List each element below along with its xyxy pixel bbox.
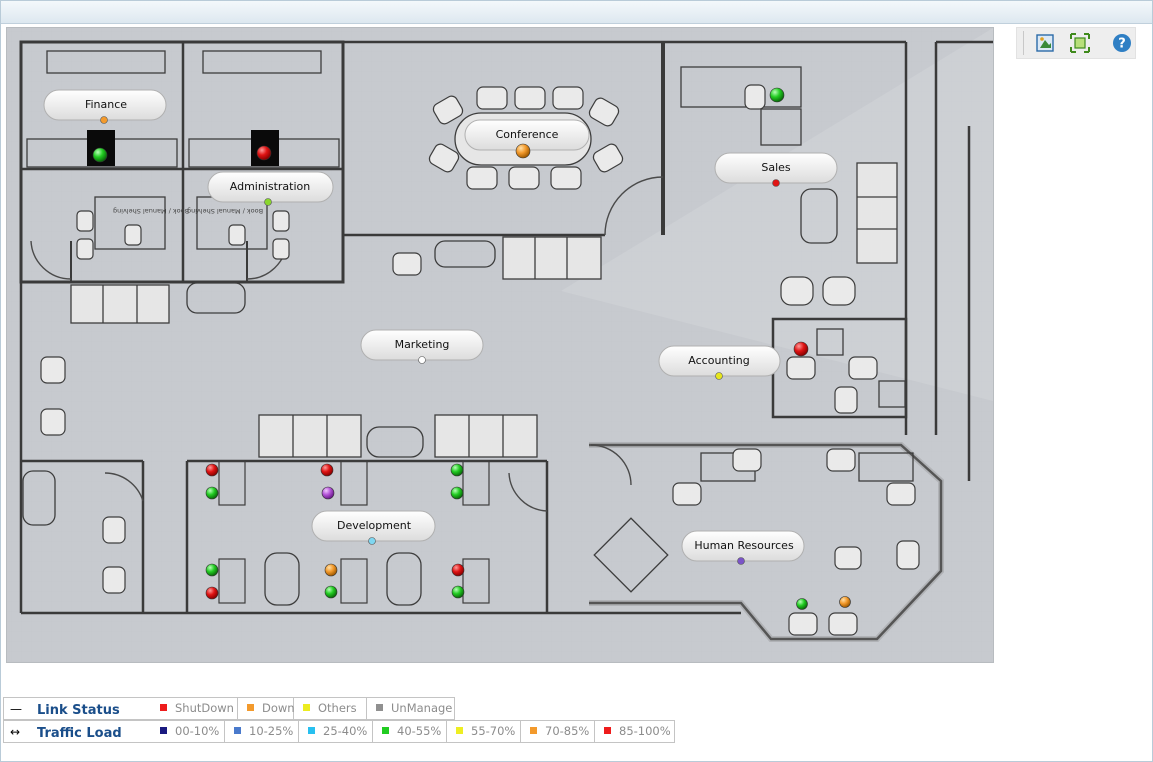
legend-traffic-load-swatch xyxy=(160,727,167,734)
help-icon[interactable]: ? xyxy=(1111,32,1133,54)
device-node-dev-11[interactable] xyxy=(451,563,465,577)
legend-traffic-load-swatch xyxy=(456,727,463,734)
legend-traffic-load-title: Traffic Load xyxy=(37,726,122,741)
legend-traffic-load-label: 40-55% xyxy=(397,724,442,738)
device-node-conference[interactable] xyxy=(515,143,531,159)
room-marketing-label: Marketing xyxy=(395,338,450,351)
room-conference-label: Conference xyxy=(496,128,559,141)
legend-traffic-load-label: 55-70% xyxy=(471,724,516,738)
room-labels: Finance Administration Conference Sales … xyxy=(43,89,838,562)
room-human-resources-label: Human Resources xyxy=(694,539,794,552)
legend-link-status-swatch xyxy=(376,704,383,711)
legend-traffic-load-item: 40-55% xyxy=(373,720,447,743)
room-administration[interactable]: Administration xyxy=(207,171,334,203)
device-nodes xyxy=(92,87,851,610)
legend-link-status-label: UnManage xyxy=(391,701,453,715)
floor-map[interactable]: Book / Manual Shelving Book / Manual She… xyxy=(6,27,994,663)
line-glyph-icon: — xyxy=(10,702,22,716)
legend-link-status-swatch xyxy=(303,704,310,711)
legend-traffic-load-item: 85-100% xyxy=(595,720,675,743)
sales-status-dot xyxy=(772,179,780,187)
room-accounting[interactable]: Accounting xyxy=(658,345,781,377)
device-node-dev-4[interactable] xyxy=(321,486,335,500)
development-status-dot xyxy=(368,537,376,545)
top-bar xyxy=(1,1,1152,24)
legend-link-status-title: Link Status xyxy=(37,703,120,718)
legend-traffic-load-swatch xyxy=(308,727,315,734)
legend-link-status-label: Others xyxy=(318,701,357,715)
legend-traffic-load-swatch xyxy=(530,727,537,734)
room-status-dots xyxy=(100,116,780,565)
device-node-dev-8[interactable] xyxy=(205,586,219,600)
legend-traffic-load-title-cell: ↔ Traffic Load xyxy=(3,720,152,743)
legend-traffic-load-swatch xyxy=(382,727,389,734)
room-administration-label: Administration xyxy=(230,180,311,193)
legend-traffic-load-label: 00-10% xyxy=(175,724,220,738)
legend-traffic-load-item: 00-10% xyxy=(151,720,225,743)
room-marketing[interactable]: Marketing xyxy=(360,329,484,361)
toolbar-separator xyxy=(1023,31,1024,55)
svg-text:?: ? xyxy=(1118,37,1126,52)
legend-link-status-item: Others xyxy=(294,697,367,720)
device-node-dev-10[interactable] xyxy=(324,585,338,599)
room-human-resources[interactable]: Human Resources xyxy=(681,530,805,562)
double-arrow-icon: ↔ xyxy=(10,725,21,739)
administration-status-dot xyxy=(264,198,272,206)
room-accounting-label: Accounting xyxy=(688,354,749,367)
human-resources-status-dot xyxy=(737,557,745,565)
device-node-admin-switch[interactable] xyxy=(256,145,272,161)
legend-traffic-load-swatch xyxy=(234,727,241,734)
accounting-status-dot xyxy=(715,372,723,380)
device-node-finance-switch[interactable] xyxy=(92,147,108,163)
device-node-dev-6[interactable] xyxy=(450,486,464,500)
legend-traffic-load-label: 70-85% xyxy=(545,724,590,738)
room-finance[interactable]: Finance xyxy=(43,89,167,121)
legend-traffic-load-item: 25-40% xyxy=(299,720,373,743)
legend-traffic-load-label: 10-25% xyxy=(249,724,294,738)
room-sales-label: Sales xyxy=(761,161,791,174)
legend-link-status-title-cell: — Link Status xyxy=(3,697,152,720)
device-node-hr-1[interactable] xyxy=(796,598,808,610)
admin-shelf-text: Book / Manual Shelving xyxy=(187,207,263,215)
device-node-hr-2[interactable] xyxy=(839,596,851,608)
device-node-dev-12[interactable] xyxy=(451,585,465,599)
room-sales[interactable]: Sales xyxy=(714,152,838,184)
device-node-dev-2[interactable] xyxy=(205,486,219,500)
finance-status-dot xyxy=(100,116,108,124)
legend-traffic-load-swatch xyxy=(604,727,611,734)
room-development-label: Development xyxy=(337,519,412,532)
legend-link-status-item: Down xyxy=(238,697,295,720)
legend-traffic-load-label: 25-40% xyxy=(323,724,368,738)
device-node-dev-1[interactable] xyxy=(205,463,219,477)
device-node-dev-9[interactable] xyxy=(324,563,338,577)
finance-shelf-text: Book / Manual Shelving xyxy=(113,207,189,215)
legend-traffic-load-item: 55-70% xyxy=(447,720,521,743)
marketing-status-dot xyxy=(418,356,426,364)
legend-link-status-label: ShutDown xyxy=(175,701,234,715)
device-node-dev-5[interactable] xyxy=(450,463,464,477)
legend-traffic-load-label: 85-100% xyxy=(619,724,671,738)
legend-traffic-load-item: 70-85% xyxy=(521,720,595,743)
legend-link-status-item: UnManage xyxy=(367,697,455,720)
room-development[interactable]: Development xyxy=(311,510,436,542)
floor-plan-svg: Book / Manual Shelving Book / Manual She… xyxy=(7,28,993,662)
device-node-accounting[interactable] xyxy=(793,341,809,357)
legend-link-status-swatch xyxy=(247,704,254,711)
room-finance-label: Finance xyxy=(85,98,127,111)
device-node-sales[interactable] xyxy=(769,87,785,103)
legend-link-status-label: Down xyxy=(262,701,295,715)
room-conference[interactable]: Conference xyxy=(464,119,590,151)
walls xyxy=(19,40,993,642)
fit-to-screen-icon[interactable] xyxy=(1069,32,1091,54)
legend-traffic-load-item: 10-25% xyxy=(225,720,299,743)
device-node-dev-3[interactable] xyxy=(320,463,334,477)
legend-link-status-swatch xyxy=(160,704,167,711)
device-node-dev-7[interactable] xyxy=(205,563,219,577)
legend-link-status-item: ShutDown xyxy=(151,697,238,720)
map-view-icon[interactable] xyxy=(1034,32,1056,54)
map-toolbar: ? xyxy=(1016,27,1136,59)
